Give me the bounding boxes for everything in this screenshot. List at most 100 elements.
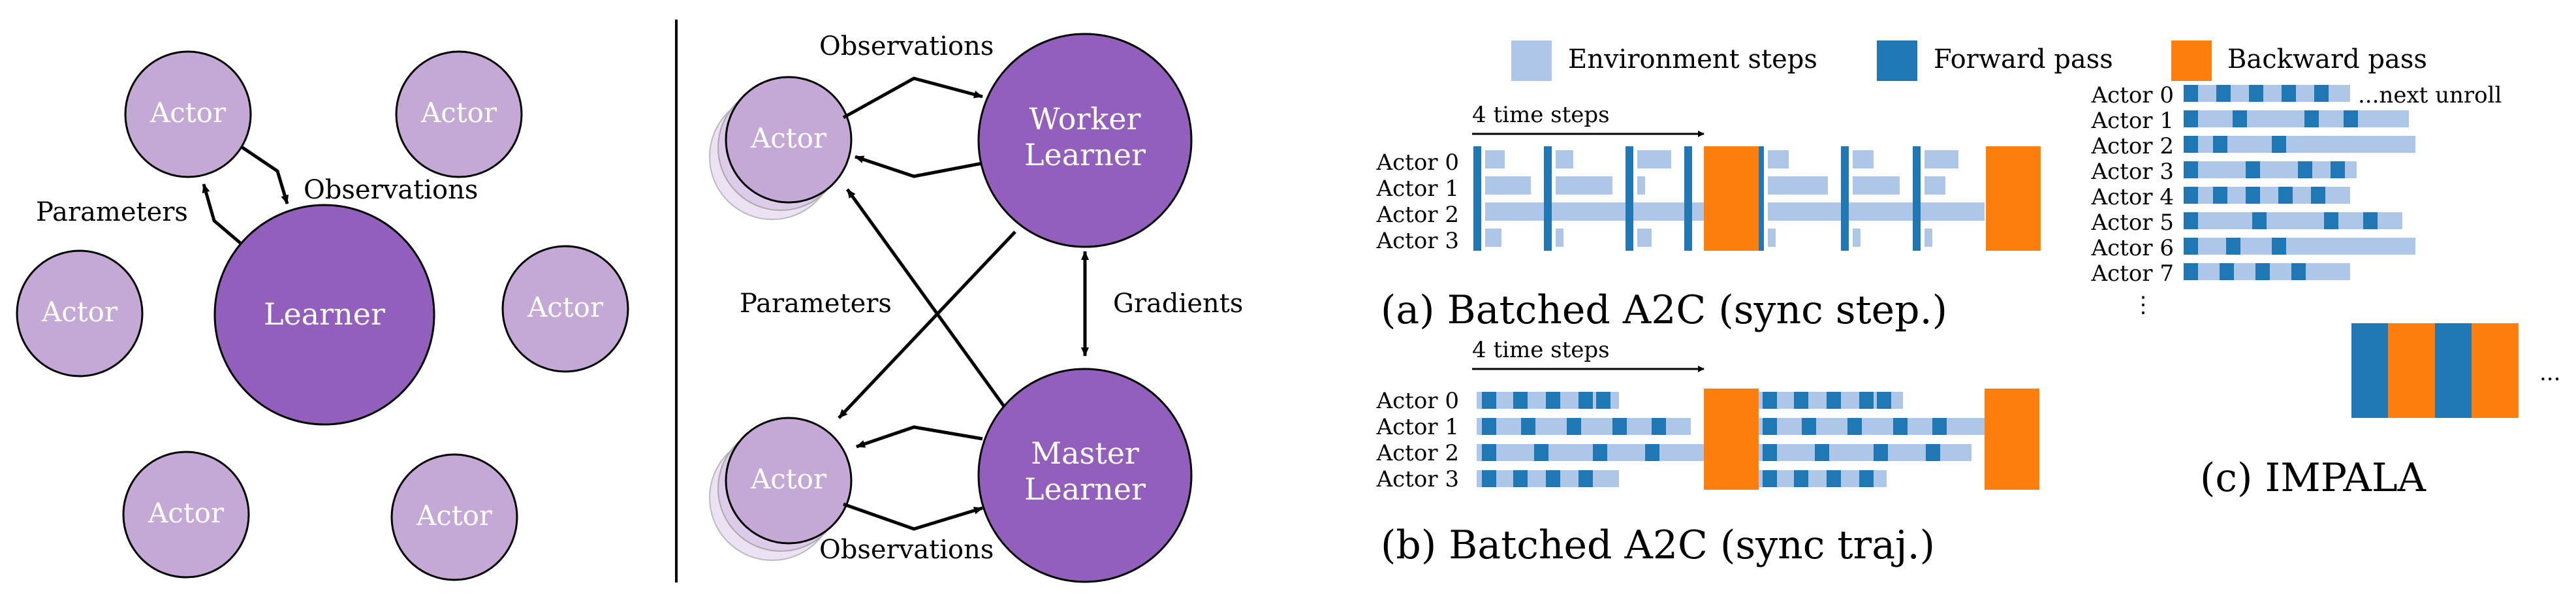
actor-label: Actor (750, 463, 827, 495)
legend-swatch-backward-pass (2171, 40, 2212, 81)
forward-pass-mark (1874, 444, 1888, 461)
gradients-label: Gradients (1113, 289, 1243, 319)
actor-label: Actor (41, 296, 118, 328)
backward-pass-block (1704, 389, 1759, 490)
forward-pass-mark (1626, 146, 1633, 172)
left-actor-1: Actor (124, 50, 252, 178)
left-actor-5: Actor (122, 451, 250, 579)
parameters-label: Parameters (36, 197, 188, 227)
worker-label: Worker (1029, 101, 1141, 136)
forward-pass-mark (2184, 212, 2198, 229)
forward-pass-block (2435, 323, 2472, 418)
forward-pass-mark (1645, 444, 1659, 461)
actor-row-label-1: Actor 1 (1376, 176, 1459, 202)
forward-pass-mark (1841, 199, 1849, 225)
left-actor-2: Actor (395, 50, 523, 178)
actor-label: Actor (416, 500, 493, 532)
panel-c-timeline (2184, 85, 2519, 418)
panel-a-caption: (a) Batched A2C (sync step.) (1381, 287, 1947, 333)
backward-pass-block (2472, 323, 2519, 418)
forward-pass-mark (1596, 392, 1610, 409)
forward-pass-mark (2331, 161, 2345, 178)
backward-pass-block (1986, 146, 2041, 251)
vertical-ellipsis: ⋮ (2132, 292, 2154, 318)
forward-pass-block (2351, 323, 2388, 418)
forward-pass-mark (2184, 238, 2198, 255)
forward-pass-mark (1684, 225, 1692, 251)
forward-pass-mark (2184, 161, 2198, 178)
forward-pass-mark (1859, 392, 1874, 409)
trailing-ellipsis: ... (2539, 360, 2560, 386)
time-arrow-label: 4 time steps (1472, 337, 1610, 363)
forward-pass-mark (1763, 470, 1777, 487)
env-step-segment (1485, 229, 1501, 247)
actor-label: Actor (149, 97, 227, 129)
observations-arrow (240, 145, 289, 204)
actor-row-label-0: Actor 0 (1376, 150, 1459, 176)
env-step-segment (1924, 176, 1945, 195)
env-step-segment (1853, 229, 1861, 247)
forward-pass-mark (2220, 263, 2234, 280)
forward-pass-mark (1893, 418, 1908, 435)
forward-pass-mark (1521, 418, 1535, 435)
left-learner: Learner (213, 204, 435, 426)
observations-top-label: Observations (819, 31, 994, 61)
forward-pass-mark (1473, 146, 1481, 172)
panel-b-caption: (b) Batched A2C (sync traj.) (1381, 522, 1935, 568)
actor-row-label-1: Actor 1 (1376, 414, 1459, 440)
worker-learner-label: Learner (1024, 137, 1146, 172)
forward-pass-mark (1513, 470, 1528, 487)
actor-row-label-2: Actor 2 (1376, 202, 1459, 228)
forward-pass-mark (2363, 212, 2378, 229)
forward-pass-mark (1684, 199, 1692, 225)
env-step-segment (1485, 150, 1505, 168)
env-step-segment (1768, 229, 1776, 247)
left-panel: Parameters Observations Actor Actor Acto… (16, 50, 629, 581)
actor-row-label-0: Actor 0 (2091, 82, 2174, 108)
actor-row-label-3: Actor 3 (2091, 159, 2174, 185)
env-step-segment (1477, 444, 1704, 461)
forward-pass-mark (2255, 263, 2270, 280)
forward-pass-mark (1859, 470, 1874, 487)
env-step-segment (1768, 202, 1985, 221)
forward-pass-mark (2184, 110, 2198, 127)
env-step-segment (1637, 176, 1645, 195)
legend-env-steps: Environment steps (1568, 44, 1817, 74)
env-step-segment (2184, 161, 2357, 178)
forward-pass-mark (1513, 392, 1528, 409)
panel-a-timeline (1473, 146, 2041, 251)
actor-row-label-4: Actor 4 (2091, 184, 2174, 210)
legend-forward-pass: Forward pass (1934, 44, 2113, 74)
forward-pass-mark (2184, 187, 2198, 204)
env-step-segment (1556, 229, 1563, 247)
env-step-segment (1556, 150, 1573, 168)
parameters-cross-arrow (838, 231, 1016, 419)
forward-pass-mark (2272, 238, 2286, 255)
legend-swatch-forward-pass (1877, 40, 1917, 81)
panel-c-impala: Actor 0 Actor 1 Actor 2 Actor 3 Actor 4 … (2091, 82, 2561, 501)
forward-pass-mark (1913, 146, 1921, 172)
middle-panel: Actor Actor Worker Learner Master Learne… (709, 31, 1243, 583)
env-step-segment (1485, 176, 1531, 195)
observations-bottom-arrow (843, 502, 983, 531)
forward-pass-mark (2291, 263, 2306, 280)
env-step-segment (2184, 110, 2409, 127)
forward-pass-mark (1913, 225, 1921, 251)
forward-pass-mark (1544, 199, 1552, 225)
panel-b-timeline (1477, 389, 2039, 490)
forward-pass-mark (2184, 85, 2198, 102)
left-actor-4: Actor (501, 245, 629, 373)
forward-pass-mark (1815, 444, 1829, 461)
forward-pass-mark (1546, 392, 1560, 409)
forward-pass-mark (1482, 470, 1496, 487)
next-unroll-label: ...next unroll (2358, 82, 2502, 108)
parameters-arrow (202, 183, 242, 244)
forward-pass-mark (2298, 161, 2312, 178)
learner-label: Learner (264, 296, 385, 332)
forward-pass-mark (1827, 470, 1841, 487)
forward-pass-mark (2246, 161, 2260, 178)
forward-pass-mark (1913, 172, 1921, 199)
actor-label: Actor (527, 291, 604, 323)
actor-row-label-3: Actor 3 (1376, 228, 1459, 254)
env-step-segment (1768, 176, 1828, 195)
